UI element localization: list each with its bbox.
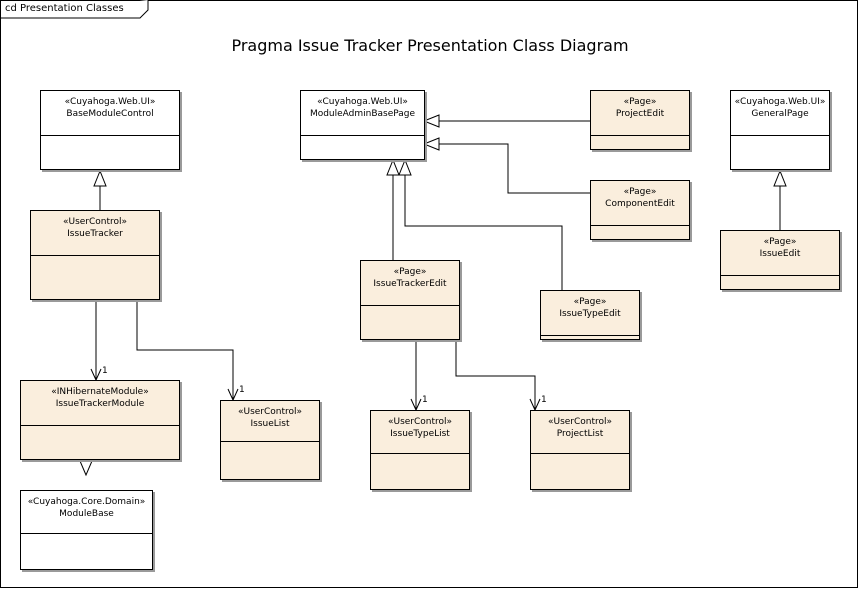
class-issue-edit[interactable]: «Page» IssueEdit — [720, 230, 840, 290]
class-issue-list[interactable]: «UserControl» IssueList — [220, 400, 320, 480]
class-issue-tracker[interactable]: «UserControl» IssueTracker — [30, 210, 160, 300]
generalization-issuetrackermodule-modulebase — [79, 460, 93, 477]
class-issue-tracker-module[interactable]: «INHibernateModule» IssueTrackerModule — [20, 380, 180, 460]
frame-tab-outline — [0, 0, 149, 19]
class-module-base[interactable]: «Cuyahoga.Core.Domain» ModuleBase — [20, 490, 153, 570]
class-stereotype: «Page» — [393, 267, 427, 277]
association-issuetrackeredit-issuetypelist — [410, 340, 422, 412]
class-stereotype: «Page» — [573, 297, 607, 307]
class-stereotype: «Page» — [623, 97, 657, 107]
class-name: ProjectList — [556, 429, 604, 439]
class-name: IssueTypeList — [390, 429, 450, 439]
generalization-componentedit-moduleadminbasepage — [422, 137, 590, 194]
generalization-issuetypeedit-moduleadminbasepage — [398, 158, 563, 290]
class-name: IssueTrackerModule — [55, 399, 145, 409]
class-stereotype: «UserControl» — [387, 417, 453, 427]
generalization-issuetrackeredit-moduleadminbasepage — [386, 158, 400, 260]
class-issue-type-list[interactable]: «UserControl» IssueTypeList — [370, 410, 470, 490]
class-project-edit[interactable]: «Page» ProjectEdit — [590, 90, 690, 150]
class-base-module-control[interactable]: «Cuyahoga.Web.UI» BaseModuleControl — [40, 90, 180, 170]
class-name: ModuleAdminBasePage — [309, 109, 416, 119]
generalization-issueedit-generalpage — [773, 169, 787, 230]
class-stereotype: «INHibernateModule» — [51, 387, 149, 397]
class-stereotype: «Page» — [623, 187, 657, 197]
class-name: IssueTrackerEdit — [373, 279, 447, 289]
class-module-admin-base-page[interactable]: «Cuyahoga.Web.UI» ModuleAdminBasePage — [300, 90, 425, 160]
multiplicity-edit-projectlist: 1 — [541, 395, 547, 405]
class-name: IssueTypeEdit — [559, 309, 621, 319]
generalization-issuetracker-basemodulecontrol — [93, 169, 107, 210]
multiplicity-edit-issuetypelist: 1 — [422, 395, 428, 405]
multiplicity-tracker-module: 1 — [102, 366, 108, 376]
class-name: BaseModuleControl — [66, 109, 154, 119]
class-name: ModuleBase — [59, 509, 114, 519]
association-issuetracker-issuetrackermodule — [90, 300, 102, 382]
class-issue-tracker-edit[interactable]: «Page» IssueTrackerEdit — [360, 260, 460, 340]
generalization-projectedit-moduleadminbasepage — [422, 114, 590, 128]
multiplicity-tracker-issuelist: 1 — [239, 385, 245, 395]
class-stereotype: «UserControl» — [237, 407, 303, 417]
class-stereotype: «Cuyahoga.Web.UI» — [317, 97, 408, 107]
class-component-edit[interactable]: «Page» ComponentEdit — [590, 180, 690, 240]
class-stereotype: «Page» — [763, 237, 797, 247]
class-name: ProjectEdit — [615, 109, 665, 119]
class-name: IssueEdit — [759, 249, 801, 259]
class-general-page[interactable]: «Cuyahoga.Web.UI» GeneralPage — [730, 90, 830, 170]
class-stereotype: «UserControl» — [62, 217, 128, 227]
class-issue-type-edit[interactable]: «Page» IssueTypeEdit — [540, 290, 640, 340]
frame-label: cd Presentation Classes — [5, 3, 124, 14]
association-issuetrackeredit-projectlist — [455, 340, 541, 412]
class-name: ComponentEdit — [605, 199, 675, 209]
class-project-list[interactable]: «UserControl» ProjectList — [530, 410, 630, 490]
class-stereotype: «Cuyahoga.Web.UI» — [64, 97, 156, 107]
diagram-title: Pragma Issue Tracker Presentation Class … — [231, 36, 629, 55]
class-stereotype: «Cuyahoga.Web.UI» — [734, 97, 826, 107]
class-name: IssueList — [250, 419, 290, 429]
class-stereotype: «UserControl» — [547, 417, 613, 427]
class-stereotype: «Cuyahoga.Core.Domain» — [27, 497, 146, 507]
class-name: GeneralPage — [751, 109, 809, 119]
class-name: IssueTracker — [67, 229, 123, 239]
